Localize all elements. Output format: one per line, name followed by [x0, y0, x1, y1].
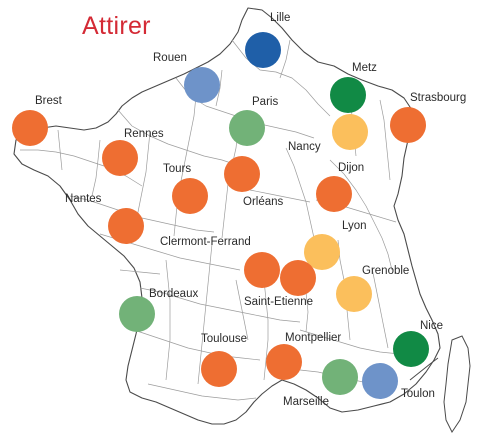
city-label-lyon: Lyon: [342, 220, 367, 232]
city-label-toulouse: Toulouse: [201, 333, 248, 345]
city-marker-toulouse: [201, 351, 237, 387]
city-label-nice: Nice: [420, 320, 444, 332]
city-marker-lille: [245, 32, 281, 68]
map-title: Attirer: [82, 12, 151, 40]
city-label-nantes: Nantes: [65, 193, 102, 205]
city-label-rennes: Rennes: [124, 128, 164, 140]
city-label-grenoble: Grenoble: [362, 265, 410, 277]
city-marker-nancy: [332, 114, 368, 150]
city-label-nancy: Nancy: [288, 141, 321, 153]
city-marker-rouen: [184, 67, 220, 103]
city-label-clermont: Clermont-Ferrand: [160, 236, 251, 248]
city-marker-nice: [393, 331, 429, 367]
city-label-brest: Brest: [35, 95, 62, 107]
department-borders: [20, 39, 421, 401]
city-marker-marseille: [322, 359, 358, 395]
city-marker-orleans: [224, 156, 260, 192]
city-label-lille: Lille: [270, 12, 291, 24]
city-marker-lyon: [304, 234, 340, 270]
city-label-tours: Tours: [163, 163, 192, 175]
city-marker-strasbourg: [390, 107, 426, 143]
city-label-rouen: Rouen: [153, 52, 187, 64]
city-markers: [12, 32, 429, 399]
city-marker-clermont: [244, 252, 280, 288]
city-marker-rennes: [102, 140, 138, 176]
coastline-detail: [409, 357, 439, 381]
city-label-montpellier: Montpellier: [285, 332, 342, 344]
city-label-toulon: Toulon: [401, 388, 435, 400]
city-label-dijon: Dijon: [338, 162, 365, 174]
city-label-metz: Metz: [352, 62, 377, 74]
city-marker-montpellier: [266, 344, 302, 380]
city-label-saint-etienne: Saint-Etienne: [244, 296, 314, 308]
city-marker-tours: [172, 178, 208, 214]
city-label-paris: Paris: [252, 96, 279, 108]
city-label-marseille: Marseille: [283, 396, 330, 408]
city-marker-paris: [229, 110, 265, 146]
corsica-outline: [443, 335, 471, 433]
city-label-strasbourg: Strasbourg: [410, 92, 467, 104]
city-marker-nantes: [108, 208, 144, 244]
city-marker-dijon: [316, 176, 352, 212]
city-label-orleans: Orléans: [243, 196, 284, 208]
city-marker-saint-etienne: [280, 260, 316, 296]
city-marker-grenoble: [336, 276, 372, 312]
city-marker-bordeaux: [119, 296, 155, 332]
city-marker-metz: [330, 77, 366, 113]
city-marker-toulon: [362, 363, 398, 399]
country-outline: [13, 7, 441, 425]
city-marker-brest: [12, 110, 48, 146]
city-label-bordeaux: Bordeaux: [149, 288, 199, 300]
